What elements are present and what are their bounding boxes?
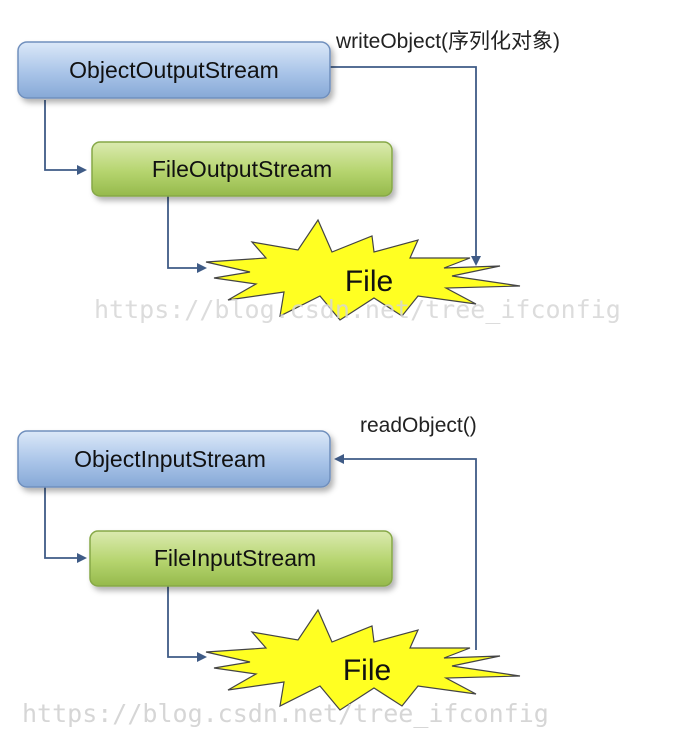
watermark-bottom: https://blog.csdn.net/tree_ifconfig [22,699,549,728]
file-input-stream-box: FileInputStream [89,530,393,587]
output-section: ObjectOutputStream FileOutputStream File… [17,30,560,321]
connector-writeobject-to-file [330,66,481,266]
connector-fileoutput-to-file [167,196,207,273]
input-section: ObjectInputStream FileInputStream File r… [17,414,521,711]
file-output-stream-box: FileOutputStream [91,141,393,197]
write-object-label: writeObject(序列化对象) [335,30,560,53]
file-input-stream-label: FileInputStream [154,545,316,571]
object-input-stream-box: ObjectInputStream [17,430,331,488]
file-output-stream-label: FileOutputStream [152,156,332,182]
file-starburst-top: File [205,218,521,321]
connector-object-to-fileinput [44,486,87,563]
connector-file-to-objectinput [334,454,477,650]
read-object-label: readObject() [360,414,477,437]
file-label-bottom: File [343,654,391,687]
object-input-stream-label: ObjectInputStream [74,446,266,472]
object-output-stream-label: ObjectOutputStream [69,57,279,83]
watermark-top: https://blog.csdn.net/tree_ifconfig [94,295,621,324]
connector-object-to-fileoutput [44,100,87,175]
object-output-stream-box: ObjectOutputStream [17,41,331,99]
file-label-top: File [345,265,393,298]
file-starburst-bottom: File [205,608,521,711]
connector-fileinput-to-file [167,586,207,662]
